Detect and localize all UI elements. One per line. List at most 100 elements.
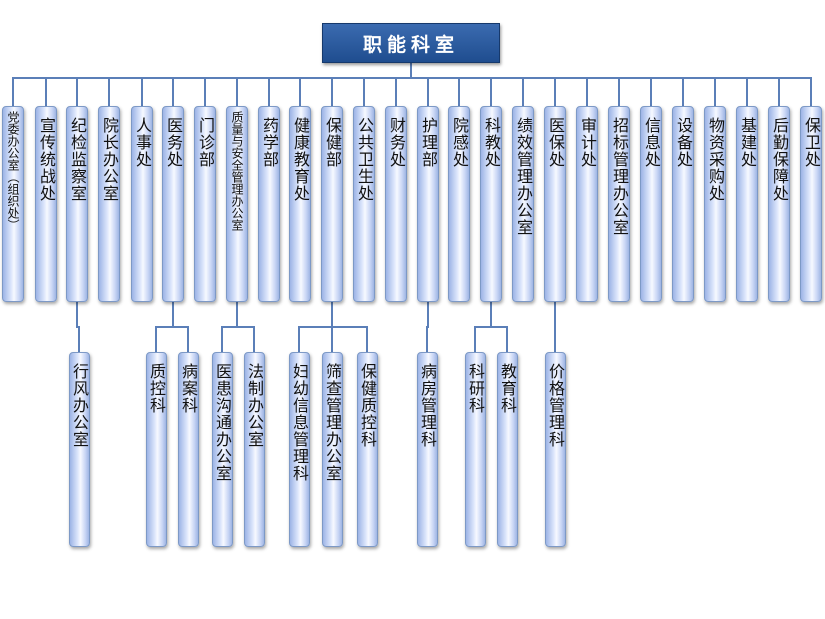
child-connector [298,326,300,352]
dept-connector [810,77,812,106]
subunit-d18-0: 价格管理科 [544,352,566,547]
subunit-d6-1: 病案科 [177,352,199,547]
dept-d17-label: 绩效管理办公室 [514,117,533,236]
dept-connector [618,77,620,106]
dept-d9-label: 药学部 [260,117,279,168]
child-connector [155,326,157,352]
dept-connector [268,77,270,106]
dept-d2: 宣传统战处 [35,106,57,302]
dept-connector [45,77,47,106]
child-connector [253,326,255,352]
dept-d6: 医务处 [162,106,184,302]
dept-d1: 党委办公室（组织处） [2,106,24,302]
subunit-d8-0-label: 医患沟通办公室 [213,363,232,482]
subunit-d11-0: 妇幼信息管理科 [288,352,310,547]
dept-connector [778,77,780,106]
child-connector [506,326,508,352]
subunit-d11-0-label: 妇幼信息管理科 [290,363,309,482]
dept-connector [650,77,652,106]
root-title: 职能科室 [362,33,459,56]
dept-d26-label: 保卫处 [802,117,821,168]
child-connector [426,326,428,352]
dept-connector [204,77,206,106]
child-bus [155,326,189,328]
dept-d2-label: 宣传统战处 [37,117,56,202]
dept-connector [363,77,365,106]
subunit-d16-1: 教育科 [496,352,518,547]
child-trunk [236,302,238,326]
dept-d24: 基建处 [736,106,758,302]
dept-connector [395,77,397,106]
dept-d17: 绩效管理办公室 [512,106,534,302]
subunit-d11-1-label: 筛查管理办公室 [323,363,342,482]
dept-d15-label: 院感处 [450,117,469,168]
dept-connector [108,77,110,106]
subunit-d16-0: 科研科 [464,352,486,547]
child-connector [474,326,476,352]
dept-connector [331,77,333,106]
dept-d8-label: 质量与安全管理办公室 [230,111,244,231]
dept-connector [427,77,429,106]
subunit-d6-0: 质控科 [145,352,167,547]
dept-d13-label: 财务处 [387,117,406,168]
dept-d20: 招标管理办公室 [608,106,630,302]
subunit-d11-2-label: 保健质控科 [358,363,377,448]
dept-d4: 院长办公室 [98,106,120,302]
child-trunk [331,302,333,326]
dept-connector [522,77,524,106]
dept-connector [299,77,301,106]
child-bus [426,326,429,328]
dept-d21-label: 信息处 [642,117,661,168]
dept-d15: 院感处 [448,106,470,302]
subunit-d16-0-label: 科研科 [466,363,485,414]
dept-d18: 医保处 [544,106,566,302]
subunit-d3-0: 行风办公室 [68,352,90,547]
child-connector [554,326,556,352]
dept-d9: 药学部 [258,106,280,302]
child-bus [221,326,255,328]
child-connector [221,326,223,352]
dept-d24-label: 基建处 [738,117,757,168]
dept-d23-label: 物资采购处 [706,117,725,202]
dept-connector [12,77,14,106]
subunit-d8-1-label: 法制办公室 [245,363,264,448]
dept-d12-label: 公共卫生处 [355,117,374,202]
dept-d16-label: 科教处 [482,117,501,168]
dept-d12: 公共卫生处 [353,106,375,302]
child-bus [76,326,80,328]
dept-connector [682,77,684,106]
dept-d19-label: 审计处 [578,117,597,168]
dept-d6-label: 医务处 [164,117,183,168]
child-connector [331,326,333,352]
child-connector [187,326,189,352]
subunit-d18-0-label: 价格管理科 [546,363,565,448]
subunit-d3-0-label: 行风办公室 [70,363,89,448]
dept-d13: 财务处 [385,106,407,302]
dept-d1-label: 党委办公室（组织处） [6,111,20,231]
dept-d3: 纪检监察室 [66,106,88,302]
dept-connector [458,77,460,106]
dept-d26: 保卫处 [800,106,822,302]
subunit-d14-0: 病房管理科 [416,352,438,547]
dept-d21: 信息处 [640,106,662,302]
dept-d23: 物资采购处 [704,106,726,302]
dept-connector [141,77,143,106]
dept-d10-label: 健康教育处 [291,117,310,202]
subunit-d16-1-label: 教育科 [498,363,517,414]
dept-connector [236,77,238,106]
dept-d25-label: 后勤保障处 [770,117,789,202]
child-trunk [490,302,492,326]
subunit-d11-1: 筛查管理办公室 [321,352,343,547]
subunit-d8-0: 医患沟通办公室 [211,352,233,547]
dept-d14-label: 护理部 [419,117,438,168]
dept-d16: 科教处 [480,106,502,302]
dept-d7: 门诊部 [194,106,216,302]
top-bus [12,77,811,79]
subunit-d6-0-label: 质控科 [147,363,166,414]
child-trunk [172,302,174,326]
dept-d10: 健康教育处 [289,106,311,302]
dept-connector [172,77,174,106]
dept-d25: 后勤保障处 [768,106,790,302]
child-bus [554,326,556,328]
dept-connector [746,77,748,106]
